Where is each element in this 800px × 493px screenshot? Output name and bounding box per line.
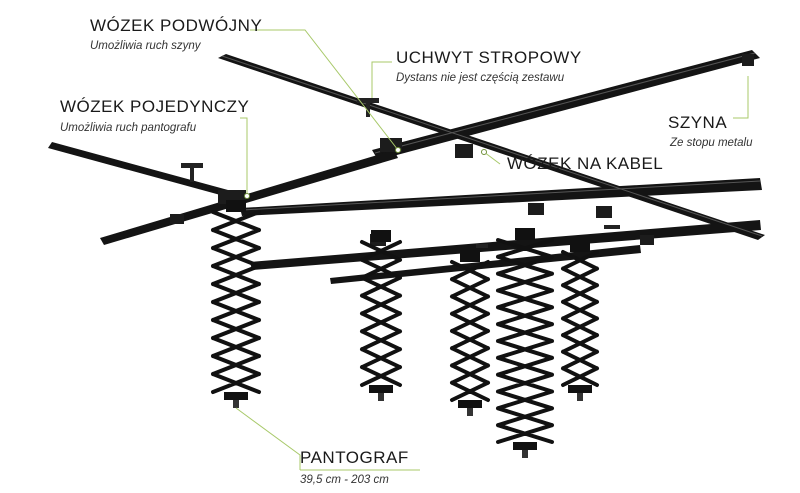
label-wozek-pojedynczy-subtitle: Umożliwia ruch pantografu <box>60 122 197 134</box>
leader-wozek-pojedynczy <box>240 117 248 196</box>
trolley <box>742 54 754 66</box>
trolley <box>640 235 654 245</box>
pantographs <box>211 200 599 458</box>
label-wozek-pojedynczy-title: WÓZEK POJEDYNCZY <box>60 97 250 116</box>
ceiling-mounts <box>181 98 620 248</box>
label-uchwyt-stropowy-title: UCHWYT STROPOWY <box>396 48 582 67</box>
mount-plate <box>181 163 203 168</box>
label-szyna-subtitle: Ze stopu metalu <box>670 137 753 149</box>
leader-wozek-podwojny <box>250 29 399 151</box>
trolley <box>455 144 473 158</box>
pantograph <box>496 228 554 458</box>
label-wozek-podwojny-subtitle: Umożliwia ruch szyny <box>90 40 201 52</box>
pantograph <box>450 250 490 416</box>
label-wozek-podwojny-title: WÓZEK PODWÓJNY <box>90 16 263 35</box>
leader-uchwyt-stropowy <box>371 61 392 98</box>
label-szyna-title: SZYNA <box>668 113 728 132</box>
mount-plate <box>604 225 620 229</box>
rail-mid-2 <box>250 220 761 270</box>
mount-plate <box>357 98 379 103</box>
pantograph <box>211 200 261 408</box>
trolley <box>528 203 544 215</box>
label-uchwyt-stropowy-subtitle: Dystans nie jest częścią zestawu <box>396 72 565 84</box>
pantograph <box>360 230 402 401</box>
label-pantograf-title: PANTOGRAF <box>300 448 409 467</box>
label-wozek-na-kabel-title: WÓZEK NA KABEL <box>507 154 664 173</box>
pantograph <box>561 240 599 401</box>
rail-left-short <box>48 142 250 202</box>
label-pantograf-subtitle: 39,5 cm - 203 cm <box>300 474 389 486</box>
trolley <box>596 206 612 218</box>
leader-szyna <box>733 76 749 119</box>
leader-lines <box>235 29 749 471</box>
leader-wozek-na-kabel <box>483 151 501 165</box>
rail-mid-1 <box>240 178 762 216</box>
trolley <box>170 214 184 224</box>
